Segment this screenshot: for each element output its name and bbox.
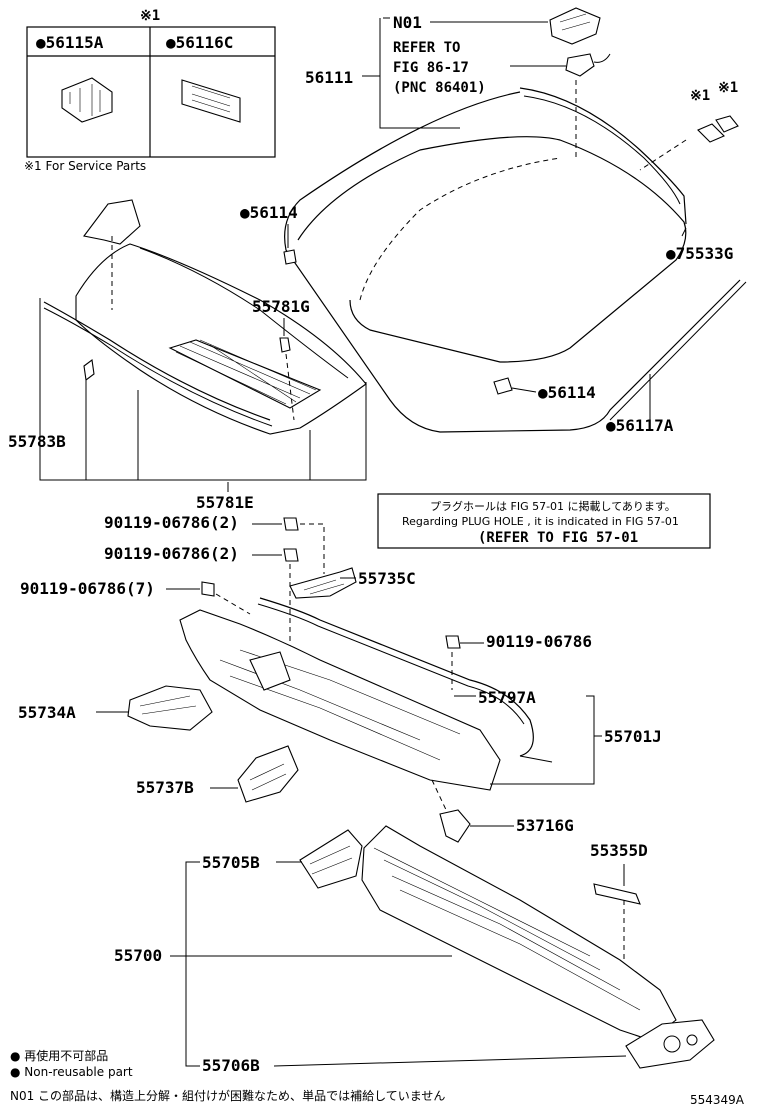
legend-en: ● Non-reusable part bbox=[10, 1065, 133, 1079]
label-56117A: ●56117A bbox=[606, 416, 674, 435]
cowl-panel-inner bbox=[299, 825, 715, 1069]
plug-hole-note: プラグホールは FIG 57-01 に掲載してあります。 Regarding P… bbox=[377, 493, 711, 549]
label-56114-top: ●56114 bbox=[240, 203, 298, 222]
label-service-mark2: ※1 bbox=[718, 80, 738, 96]
insulator-55734A bbox=[127, 685, 213, 731]
refer-line2: FIG 86-17 bbox=[393, 60, 469, 76]
bracket-55735C bbox=[289, 567, 357, 599]
label-bolt-2: 90119-06786(2) bbox=[104, 544, 239, 563]
refer-box-group: N01 REFER TO FIG 86-17 (PNC 86401) bbox=[379, 7, 611, 160]
label-55735C: 55735C bbox=[358, 569, 416, 588]
label-75533G: ●75533G bbox=[666, 244, 733, 263]
footer-n01-note: N01 この部品は、構造上分解・組付けが困難なため、単品では補給していません bbox=[10, 1088, 445, 1103]
refer-line1: REFER TO bbox=[393, 40, 460, 56]
bracket-53716G bbox=[439, 809, 471, 843]
service-parts-table: ※1 ●56115A ●56116C ※1 For Service Parts bbox=[24, 8, 276, 173]
label-55737B: 55737B bbox=[136, 778, 194, 797]
label-55734A: 55734A bbox=[18, 703, 76, 722]
cowl-panel-outer bbox=[179, 597, 553, 791]
label-55355D: 55355D bbox=[590, 841, 648, 860]
service-footnote: ※1 For Service Parts bbox=[24, 159, 146, 173]
label-53716G: 53716G bbox=[516, 816, 574, 835]
clip-56115A-icon bbox=[61, 77, 113, 123]
label-service-mark1: ※1 bbox=[690, 88, 710, 104]
label-bolt-4: 90119-06786 bbox=[486, 632, 592, 651]
plug-note-refer: (REFER TO FIG 57-01 bbox=[478, 530, 638, 546]
label-55781E: 55781E bbox=[196, 493, 254, 512]
label-55701J: 55701J bbox=[604, 727, 662, 746]
label-55797A: 55797A bbox=[478, 688, 536, 707]
label-56111: 56111 bbox=[305, 68, 353, 87]
service-header-mark: ※1 bbox=[140, 8, 160, 24]
refer-line3: (PNC 86401) bbox=[393, 80, 486, 96]
figure-id: 554349A bbox=[690, 1093, 745, 1107]
windshield-glass bbox=[283, 87, 747, 433]
mirror-bracket-icon bbox=[549, 7, 611, 77]
strip-56116C-icon bbox=[181, 79, 241, 123]
label-56114-bottom: ●56114 bbox=[538, 383, 596, 402]
service-col1-label: ●56115A bbox=[36, 33, 104, 52]
bracket-55737B bbox=[237, 745, 299, 803]
refer-code: N01 bbox=[393, 13, 422, 32]
label-55706B: 55706B bbox=[202, 1056, 260, 1075]
cowl-louver bbox=[43, 199, 367, 435]
label-55781G: 55781G bbox=[252, 297, 310, 316]
plug-note-jp: プラグホールは FIG 57-01 に掲載してあります。 bbox=[430, 499, 676, 513]
plug-note-en: Regarding PLUG HOLE , it is indicated in… bbox=[402, 515, 679, 528]
label-55783B: 55783B bbox=[8, 432, 66, 451]
label-55700: 55700 bbox=[114, 946, 162, 965]
label-bolt-1: 90119-06786(2) bbox=[104, 513, 239, 532]
legend-jp: ● 再使用不可部品 bbox=[10, 1048, 108, 1063]
label-55705B: 55705B bbox=[202, 853, 260, 872]
label-bolt-3: 90119-06786(7) bbox=[20, 579, 155, 598]
service-col2-label: ●56116C bbox=[166, 33, 233, 52]
